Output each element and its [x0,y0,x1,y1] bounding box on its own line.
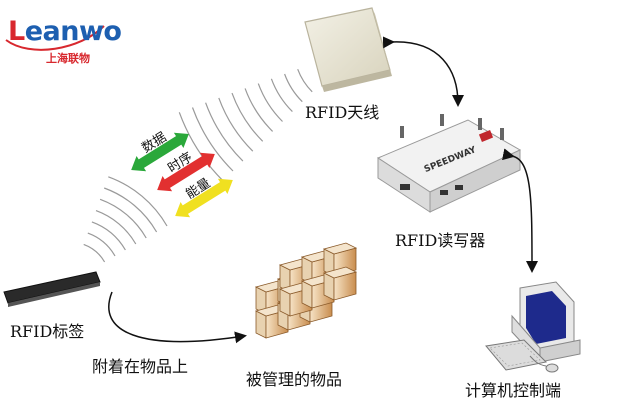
wave-arc [191,107,234,172]
wave-arc [178,112,224,182]
wave-arc [270,78,293,113]
tag-goods-arrow [108,291,247,344]
antenna-label: RFID天线 [305,103,380,122]
reader-computer-arrow [501,148,538,273]
signal-arrow-shape [175,178,233,218]
wave-arc [103,187,158,233]
computer-label: 计算机控制端 [465,381,562,400]
wave-arc [297,68,313,93]
goods-label: 被管理的物品 [246,370,343,389]
logo-word-first: L [8,16,25,47]
wave-arc [87,232,116,257]
wave-arc [205,102,244,162]
carton-box [322,266,358,301]
leanwo-logo: Leanwo [8,16,122,47]
logo-word-rest: eanwo [24,16,122,47]
wave-arc [108,176,168,227]
wave-arc [284,73,303,103]
rfid-reader-image: SPEEDWAY [376,114,522,213]
tag-label: RFID标签 [10,322,85,341]
reader-label: RFID读写器 [395,231,486,250]
wave-arc [257,83,283,122]
wave-arc [83,243,106,263]
signal-arrow-shape [131,132,189,172]
wave-arc [218,97,254,152]
attached-label: 附着在物品上 [92,357,189,376]
logo-cn-text: 上海联物 [46,52,90,65]
radio-waves [83,68,313,263]
antenna-reader-arrow [382,36,464,107]
rfid-antenna-image [304,7,392,92]
computer-image [485,281,581,373]
wave-arc [95,210,137,245]
managed-goods-image [254,242,358,339]
wave-arc [91,221,126,251]
signal-arrow-shape [157,152,215,192]
wave-arc [99,198,147,239]
rfid-tag-image [3,271,101,307]
wave-arc [231,92,264,142]
wave-arc [244,88,274,132]
signal-arrow: 能量 [175,176,233,218]
logo-swoosh [5,25,105,51]
